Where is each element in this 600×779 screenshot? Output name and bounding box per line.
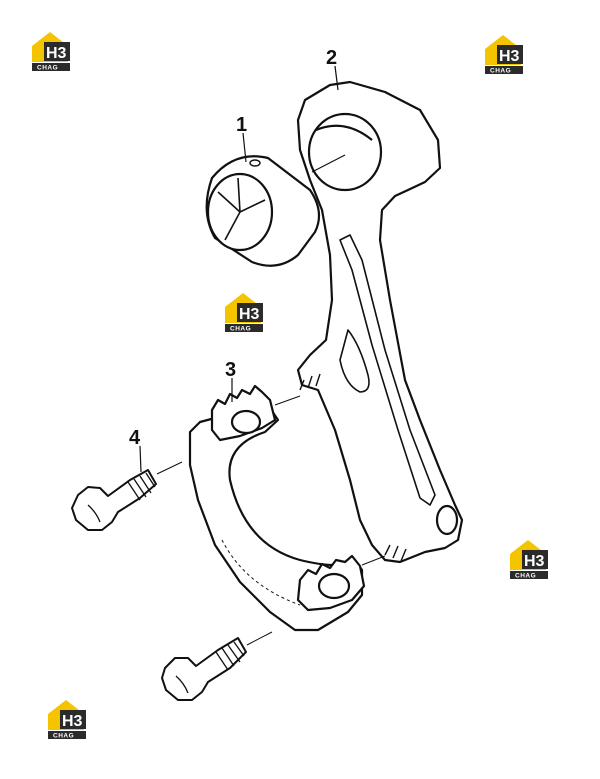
watermark-badge — [497, 45, 523, 64]
callout-4: 4 — [129, 427, 141, 449]
leader-line-2 — [334, 65, 339, 91]
bushing — [205, 155, 321, 267]
leader-line-1 — [242, 132, 247, 163]
watermark-sub-text: CHAG — [490, 68, 511, 75]
bolt-axis-lower — [361, 555, 386, 566]
leader-line-4 — [139, 445, 142, 473]
watermark-badge — [522, 550, 548, 569]
bolt-axis-upper — [274, 395, 301, 406]
watermark-logo-text: H3 — [239, 306, 260, 323]
rod-cap — [188, 384, 366, 632]
watermark-logo-text: H3 — [62, 713, 83, 730]
watermark-subbar — [485, 66, 523, 74]
watermark-subbar — [32, 63, 70, 71]
callout-1: 1 — [236, 114, 247, 136]
bolt-axis-lower-2 — [246, 631, 273, 646]
watermark-subbar — [48, 731, 86, 739]
leader-line-2b — [311, 154, 346, 173]
callout-2: 2 — [326, 47, 337, 69]
watermark-sub-text: CHAG — [53, 733, 74, 740]
watermark-logo-text: H3 — [499, 48, 520, 65]
watermark-badge — [60, 710, 86, 729]
watermark-subbar — [225, 324, 263, 332]
bolt-upper — [71, 469, 157, 531]
watermark-badge — [237, 303, 263, 322]
bolt-axis-4 — [156, 461, 183, 475]
watermark-subbar — [510, 571, 548, 579]
connecting-rod — [296, 80, 464, 564]
watermark-sub-text: CHAG — [515, 573, 536, 580]
callout-3: 3 — [225, 359, 236, 381]
watermark-badge — [44, 42, 70, 61]
watermark-logo-text: H3 — [524, 553, 545, 570]
watermark-logo-text: H3 — [46, 45, 67, 62]
watermark-sub-text: CHAG — [37, 65, 58, 72]
watermark-sub-text: CHAG — [230, 326, 251, 333]
bolt-lower — [161, 637, 247, 701]
